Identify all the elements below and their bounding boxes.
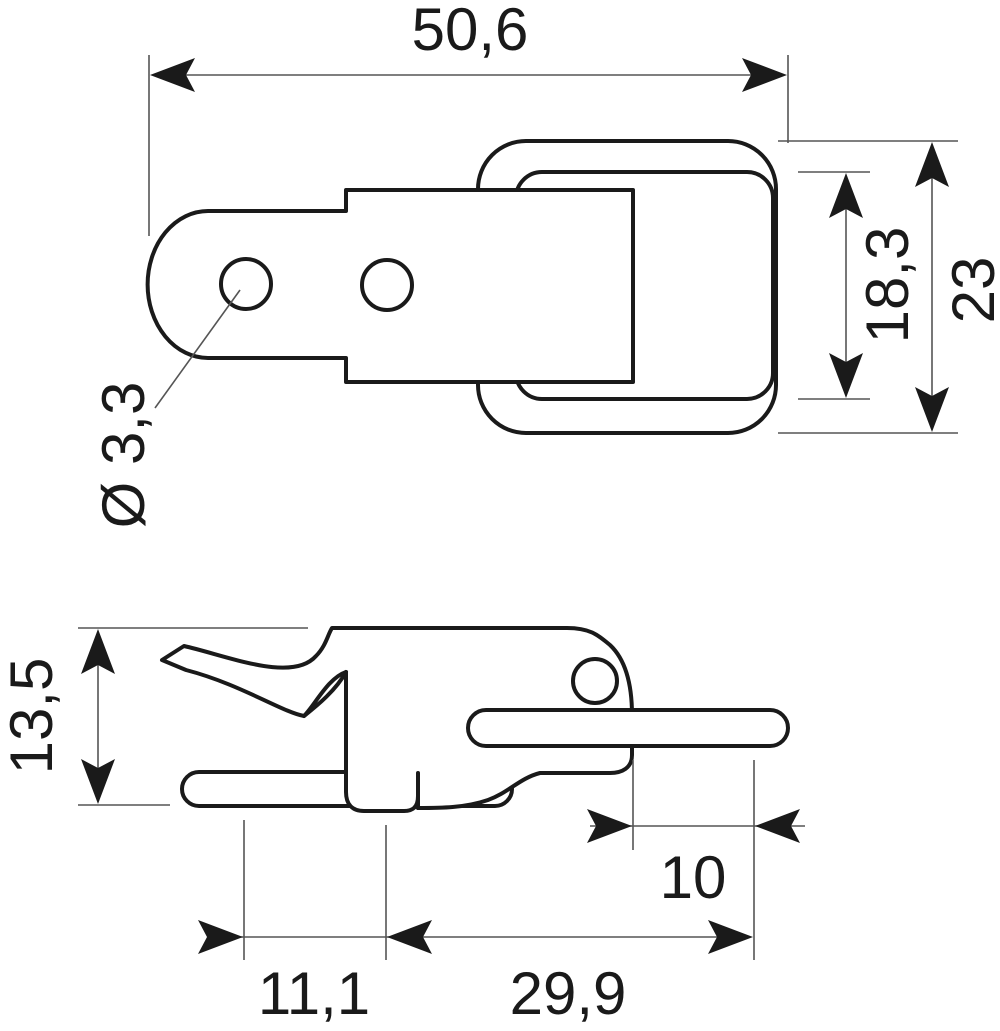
dim-loop-inner-height: 18,3	[798, 171, 921, 400]
arrowhead	[81, 759, 115, 804]
pivot-rivet	[571, 657, 619, 705]
dim-label-side-height: 13,5	[0, 658, 65, 775]
arrowhead	[587, 809, 632, 843]
side-view	[160, 626, 790, 813]
arrowhead	[915, 387, 949, 432]
arrowhead	[708, 920, 753, 954]
arrowhead	[81, 629, 115, 674]
arrowhead	[829, 353, 863, 398]
mounting-hole-2	[360, 258, 414, 312]
dim-side-height: 13,5	[0, 627, 308, 806]
arrowhead	[829, 173, 863, 218]
dim-label-loop-projection: 10	[660, 844, 727, 911]
arrowhead	[915, 142, 949, 187]
wire-loop-side	[466, 708, 790, 748]
dim-label-overall-length: 50,6	[412, 0, 529, 63]
arrowhead	[387, 920, 432, 954]
dim-loop-projection: 10	[587, 760, 805, 960]
arrowhead	[755, 809, 800, 843]
dim-label-hole-diameter: Ø 3,3	[90, 382, 157, 529]
dim-label-loop-inner-height: 18,3	[854, 227, 921, 344]
dim-loop-outer-height: 23	[778, 140, 1000, 434]
base-plate	[145, 188, 635, 384]
dim-label-hook-to-loop-end: 29,9	[510, 960, 627, 1027]
dim-overall-length: 50,6	[148, 0, 789, 236]
top-view	[145, 139, 778, 435]
mounting-hole-1	[219, 257, 273, 311]
arrowhead	[742, 58, 787, 92]
arrowhead	[198, 920, 243, 954]
dim-label-hook-offset: 11,1	[258, 960, 370, 1027]
hook-curve	[302, 670, 348, 718]
arrowhead	[150, 58, 195, 92]
hole-leader-line	[154, 289, 241, 409]
dim-label-loop-outer-height: 23	[940, 257, 1000, 324]
dim-bottom-chain: 11,1 29,9	[198, 820, 753, 1027]
